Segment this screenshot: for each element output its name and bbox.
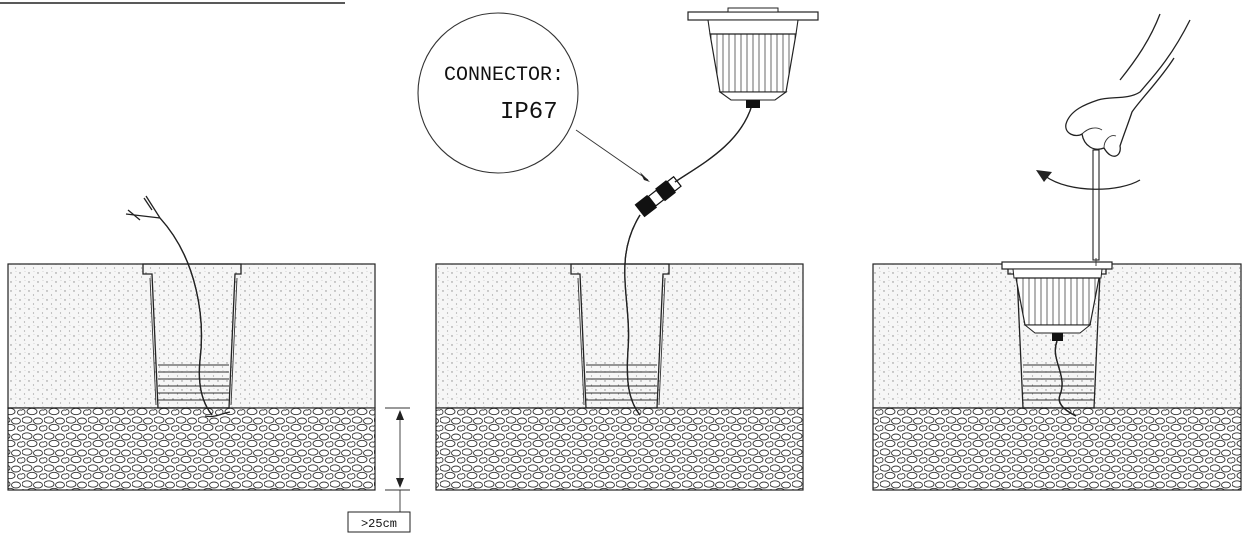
depth-dimension: >25cm (347, 407, 411, 533)
embedded-sleeve (570, 263, 670, 409)
callout-title: CONNECTOR: (444, 64, 564, 87)
installed-fixture (1001, 261, 1113, 341)
gravel-layer (872, 407, 1242, 491)
screwdriver (1092, 149, 1100, 266)
depth-label: >25cm (361, 517, 397, 531)
wire-ends (125, 195, 161, 219)
hand-icon (1065, 13, 1191, 157)
embedded-sleeve (142, 263, 242, 409)
ip67-connector (634, 175, 682, 218)
rotate-arrow-icon (1036, 170, 1141, 190)
gravel-layer (7, 407, 376, 491)
connector-callout: CONNECTOR: IP67 (417, 12, 650, 182)
step-1-panel: >25cm (7, 195, 411, 533)
step-2-panel: CONNECTOR: IP67 (417, 7, 819, 491)
callout-value: IP67 (500, 99, 558, 126)
callout-bubble (417, 12, 579, 174)
sleeve-thread (586, 364, 657, 401)
gravel-layer (435, 407, 804, 491)
sleeve-thread (158, 364, 229, 401)
light-fixture (687, 7, 819, 108)
callout-leader (575, 129, 649, 181)
step-3-panel (872, 13, 1242, 491)
sleeve-thread (1023, 364, 1094, 401)
